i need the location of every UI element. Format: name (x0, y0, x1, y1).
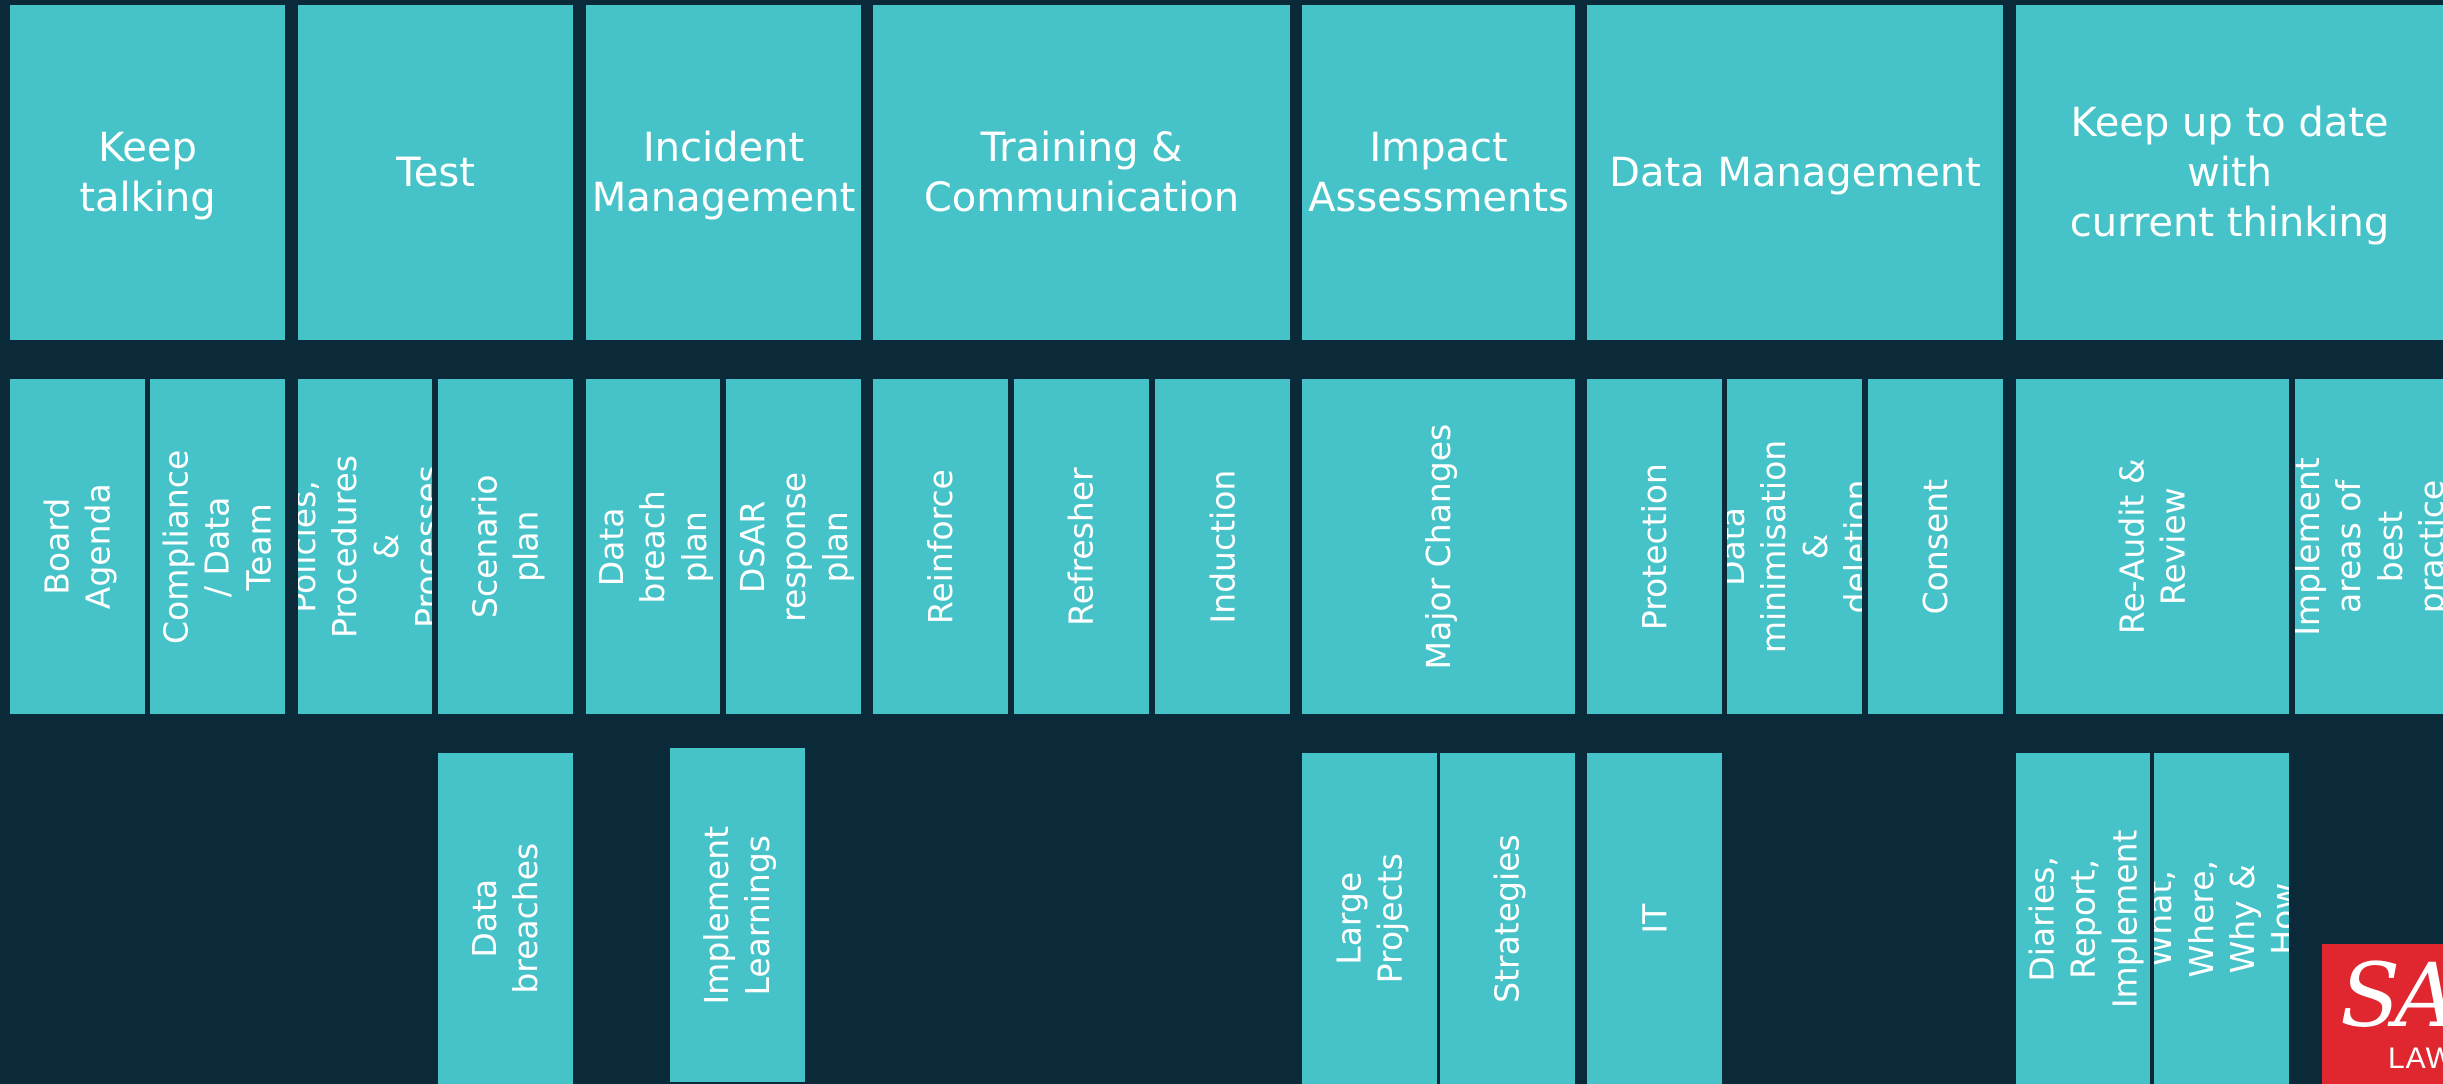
item-induction: Induction (1155, 379, 1290, 714)
item-label: Protection (1634, 463, 1674, 630)
item-board-agenda: Board Agenda (10, 379, 145, 714)
item-consent: Consent (1868, 379, 2003, 714)
logo-mark: SA (2340, 944, 2443, 1047)
item-diaries-report: Diaries, Report, Implement (2016, 753, 2150, 1084)
item-strategies: Strategies (1440, 753, 1575, 1084)
header-label: Impact Assessments (1308, 124, 1569, 221)
item-dsar-response-plan: DSAR response plan (726, 379, 861, 714)
item-label: Compliance / Data Team (156, 449, 279, 644)
header-keep-up-to-date: Keep up to date with current thinking (2016, 5, 2443, 340)
header-label: Keep up to date with current thinking (2069, 99, 2390, 246)
logo-sub: LAW (2388, 1042, 2443, 1075)
header-data-management: Data Management (1587, 5, 2003, 340)
item-label: Implement Learnings (697, 825, 778, 1005)
item-label: Large Projects (1329, 853, 1410, 984)
item-data-breaches: Data breaches (438, 753, 573, 1084)
header-label: Keep talking (79, 124, 216, 221)
item-it: IT (1587, 753, 1722, 1084)
item-label: Data breach plan (592, 489, 714, 604)
item-implement-best-practice: Implement areas of best practice (2295, 379, 2443, 714)
item-label: Re-Audit & Review (2112, 458, 2193, 635)
item-data-breach-plan: Data breach plan (586, 379, 720, 714)
item-label: Data breaches (465, 843, 546, 994)
sa-law-logo: SA LAW (2322, 944, 2443, 1084)
item-label: Data minimisation & deletion (1727, 439, 1862, 654)
item-label: Implement areas of best practice (2295, 457, 2443, 636)
header-label: Test (396, 149, 475, 196)
item-scenario-plan: Scenario plan (438, 379, 573, 714)
item-label: Consent (1915, 478, 1955, 615)
header-keep-talking: Keep talking (10, 5, 285, 340)
item-large-projects: Large Projects (1302, 753, 1437, 1084)
item-label: Refresher (1061, 467, 1101, 626)
item-label: Scenario plan (465, 474, 546, 619)
item-implement-learnings: Implement Learnings (670, 748, 805, 1082)
header-label: Training & Communication (923, 124, 1240, 221)
header-incident-management: Incident Management (586, 5, 861, 340)
header-impact-assessments: Impact Assessments (1302, 5, 1575, 340)
item-data-minimisation: Data minimisation & deletion (1727, 379, 1862, 714)
item-reinforce: Reinforce (873, 379, 1008, 714)
item-label: Strategies (1487, 834, 1527, 1003)
item-label: Major Changes (1418, 423, 1458, 670)
item-label: Reinforce (920, 469, 960, 624)
header-test: Test (298, 5, 573, 340)
header-label: Data Management (1609, 149, 1981, 196)
item-protection: Protection (1587, 379, 1722, 714)
item-compliance-data-team: Compliance / Data Team (150, 379, 285, 714)
item-re-audit-review: Re-Audit & Review (2016, 379, 2289, 714)
header-training-communication: Training & Communication (873, 5, 1290, 340)
item-refresher: Refresher (1014, 379, 1149, 714)
item-who-what-where: Who, What, Where, Why & How long (2154, 753, 2289, 1084)
item-label: DSAR response plan (732, 471, 855, 622)
item-major-changes: Major Changes (1302, 379, 1575, 714)
item-label: Policies, Procedures & Processes (298, 455, 432, 638)
header-label: Incident Management (591, 124, 856, 221)
item-label: Induction (1202, 469, 1242, 624)
item-label: Board Agenda (37, 483, 118, 610)
item-policies-procedures: Policies, Procedures & Processes (298, 379, 432, 714)
item-label: Diaries, Report, Implement (2022, 829, 2144, 1008)
item-label: IT (1634, 903, 1674, 934)
item-label: Who, What, Where, Why & How long (2154, 859, 2289, 978)
